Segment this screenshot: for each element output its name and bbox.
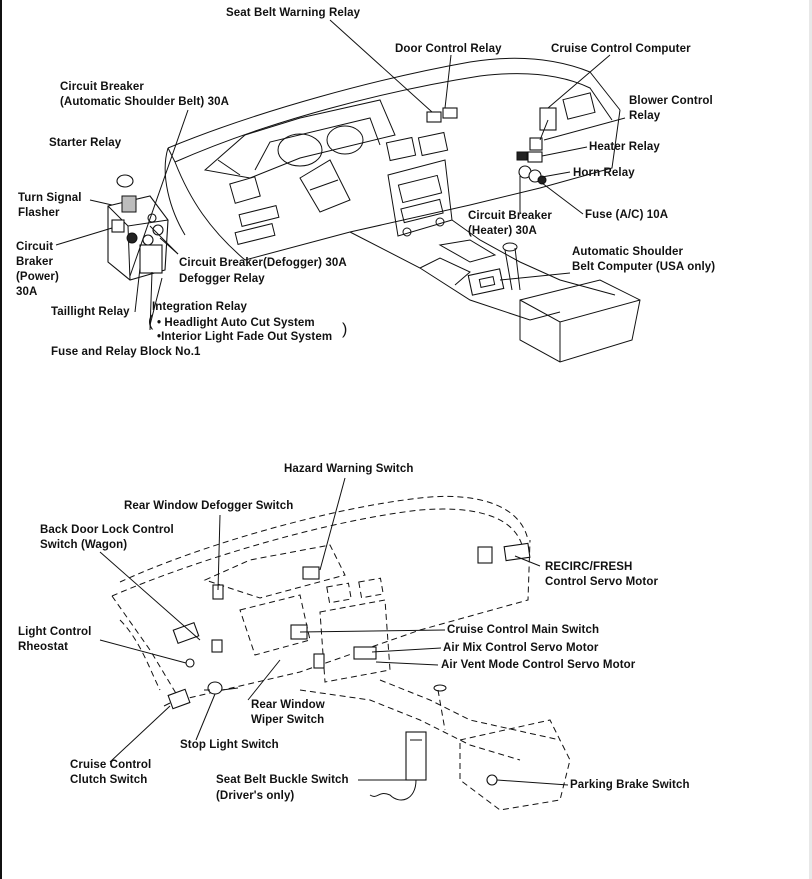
label-starter-relay: Starter Relay — [49, 137, 122, 149]
label-air-mix-servo: Air Mix Control Servo Motor — [443, 642, 599, 654]
label-seat-belt-buckle-switch: Seat Belt Buckle Switch — [216, 774, 349, 786]
label-turn-signal-flasher: Turn Signal Flasher — [18, 192, 82, 219]
label-blower-control-relay: Blower Control Relay — [629, 95, 713, 122]
top-leader-lines — [55, 19, 626, 331]
top-dashboard-drawing — [107, 57, 641, 363]
label-rear-window-defogger-switch: Rear Window Defogger Switch — [124, 500, 294, 512]
integration-relay-bracket-left: ( — [148, 313, 154, 330]
label-heater-relay: Heater Relay — [589, 141, 660, 153]
label-air-vent-mode-servo: Air Vent Mode Control Servo Motor — [441, 659, 636, 671]
label-parking-brake-switch: Parking Brake Switch — [570, 779, 690, 791]
label-defogger-relay: Defogger Relay — [179, 273, 265, 285]
label-cruise-control-clutch-switch: Cruise Control Clutch Switch — [70, 759, 152, 786]
label-back-door-lock-control-switch: Back Door Lock Control Switch (Wagon) — [40, 524, 174, 551]
left-border — [0, 0, 2, 879]
label-fuse-relay-block: Fuse and Relay Block No.1 — [51, 346, 201, 358]
label-circuit-braker-power: Circuit Braker (Power) 30A — [16, 241, 59, 298]
label-integration-relay: Integration Relay — [152, 301, 247, 313]
label-door-control-relay: Door Control Relay — [395, 43, 502, 55]
label-horn-relay: Horn Relay — [573, 167, 635, 179]
label-seat-belt-warning-relay: Seat Belt Warning Relay — [226, 7, 361, 19]
label-circuit-breaker-shoulder-belt: Circuit Breaker (Automatic Shoulder Belt… — [60, 81, 230, 108]
bottom-dashboard-drawing — [111, 495, 571, 811]
label-drivers-only: (Driver's only) — [216, 790, 295, 802]
label-circuit-breaker-heater: Circuit Breaker (Heater) 30A — [468, 210, 552, 237]
label-rear-window-wiper-switch: Rear Window Wiper Switch — [251, 699, 325, 726]
label-automatic-shoulder-belt-computer: Automatic Shoulder Belt Computer (USA on… — [572, 246, 716, 273]
label-circuit-breaker-defogger: Circuit Breaker(Defogger) 30A — [179, 257, 347, 269]
label-light-control-rheostat: Light Control Rheostat — [18, 626, 92, 653]
label-interior-light-fade: •Interior Light Fade Out System — [157, 331, 333, 343]
bottom-leader-lines — [99, 477, 569, 786]
label-fuse-ac: Fuse (A/C) 10A — [585, 209, 669, 221]
label-recirc-fresh-servo: RECIRC/FRESH Control Servo Motor — [545, 561, 659, 588]
label-hazard-warning-switch: Hazard Warning Switch — [284, 463, 414, 475]
label-stop-light-switch: Stop Light Switch — [180, 739, 279, 751]
label-headlight-auto-cut: • Headlight Auto Cut System — [157, 317, 315, 329]
right-border — [809, 0, 812, 879]
label-cruise-control-computer: Cruise Control Computer — [551, 43, 691, 55]
label-taillight-relay: Taillight Relay — [51, 306, 130, 318]
label-cruise-control-main-switch: Cruise Control Main Switch — [447, 624, 600, 636]
integration-relay-bracket-right: ) — [342, 321, 348, 338]
